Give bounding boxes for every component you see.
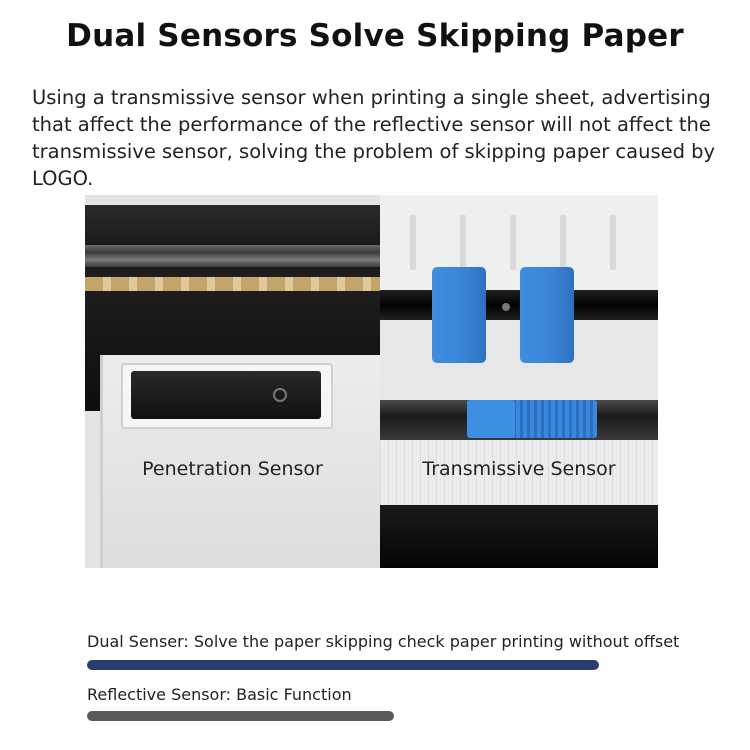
description: Using a transmissive sensor when printin…: [32, 84, 732, 192]
paper-slot: [380, 290, 658, 320]
page-title: Dual Sensors Solve Skipping Paper: [66, 18, 684, 54]
transmissive-sensor-label: Transmissive Sensor: [422, 458, 616, 480]
roller: [85, 245, 380, 267]
sensor-hole: [502, 303, 510, 311]
sensor-slider-tab: [467, 400, 515, 438]
sensor-eye-icon: [273, 388, 287, 402]
feature-bar-dual: [87, 660, 599, 670]
tray-slot: [510, 215, 516, 270]
paper-guide-tray: [380, 195, 658, 295]
description-line: transmissive sensor, solving the problem…: [32, 140, 716, 163]
description-line: Using a transmissive sensor when printin…: [32, 86, 711, 109]
sensor-photo: Penetration Sensor Transmissive Sensor: [85, 195, 658, 568]
left-paper-guide: [432, 267, 486, 363]
tray-slot: [560, 215, 566, 270]
feature-bar-reflective: [87, 711, 394, 721]
paper-strip: [85, 277, 380, 291]
tray-slot: [460, 215, 466, 270]
transmissive-sensor-photo: [380, 195, 658, 568]
penetration-sensor-label: Penetration Sensor: [142, 458, 323, 480]
feature-label-dual: Dual Senser: Solve the paper skipping ch…: [87, 632, 680, 651]
penetration-sensor-photo: [85, 195, 383, 568]
description-line: that affect the performance of the refle…: [32, 113, 711, 136]
printer-base: [380, 505, 658, 568]
feature-label-reflective: Reflective Sensor: Basic Function: [87, 685, 352, 704]
tray-slot: [610, 215, 616, 270]
right-paper-guide: [520, 267, 574, 363]
sensor-window: [131, 371, 321, 419]
ruler-scale: [380, 440, 658, 505]
description-line: LOGO.: [32, 167, 94, 190]
tray-slot: [410, 215, 416, 270]
